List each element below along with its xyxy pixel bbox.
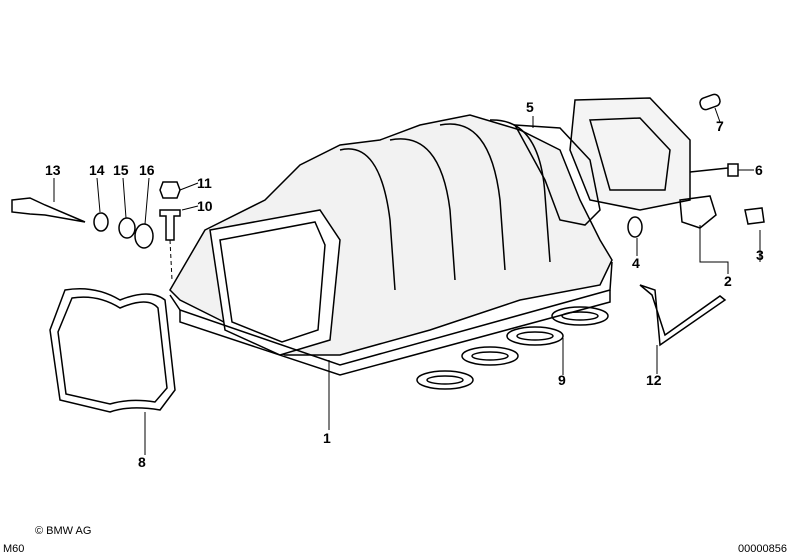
bolt-6 xyxy=(689,163,739,177)
callout-15: 15 xyxy=(113,162,129,178)
nut-11 xyxy=(159,181,181,199)
diagram-number: 00000856 xyxy=(738,543,787,555)
sleeve-7 xyxy=(699,93,721,111)
callout-1: 1 xyxy=(323,430,331,446)
callout-7: 7 xyxy=(716,118,724,134)
callout-11: 11 xyxy=(197,175,212,191)
o-ring-4 xyxy=(627,216,643,238)
callout-9: 9 xyxy=(558,372,566,388)
bolt-10 xyxy=(159,209,181,241)
bracket-12 xyxy=(639,284,727,347)
callout-14: 14 xyxy=(89,162,105,178)
callout-4: 4 xyxy=(632,255,640,271)
callout-13: 13 xyxy=(45,162,61,178)
callout-10: 10 xyxy=(197,198,213,214)
model-code: M60 xyxy=(3,543,25,555)
callout-6: 6 xyxy=(755,162,763,178)
intake-manifold xyxy=(169,114,613,376)
ring-14 xyxy=(93,212,109,232)
callout-8: 8 xyxy=(138,454,146,470)
throttle-housing xyxy=(569,97,691,211)
sensor-13 xyxy=(11,197,86,223)
callout-2: 2 xyxy=(724,273,732,289)
callout-16: 16 xyxy=(139,162,155,178)
runner-gaskets-9 xyxy=(416,306,609,390)
callout-3: 3 xyxy=(756,247,764,263)
copyright: © BMW AG xyxy=(35,525,92,537)
gasket-8 xyxy=(49,288,176,413)
leader-lines xyxy=(53,107,761,455)
clip-3 xyxy=(744,207,765,225)
sleeve-16 xyxy=(134,223,154,249)
callout-12: 12 xyxy=(646,372,662,388)
elbow-fitting xyxy=(679,195,717,229)
gasket-5 xyxy=(513,124,601,226)
ring-15 xyxy=(118,217,136,239)
callout-5: 5 xyxy=(526,99,534,115)
